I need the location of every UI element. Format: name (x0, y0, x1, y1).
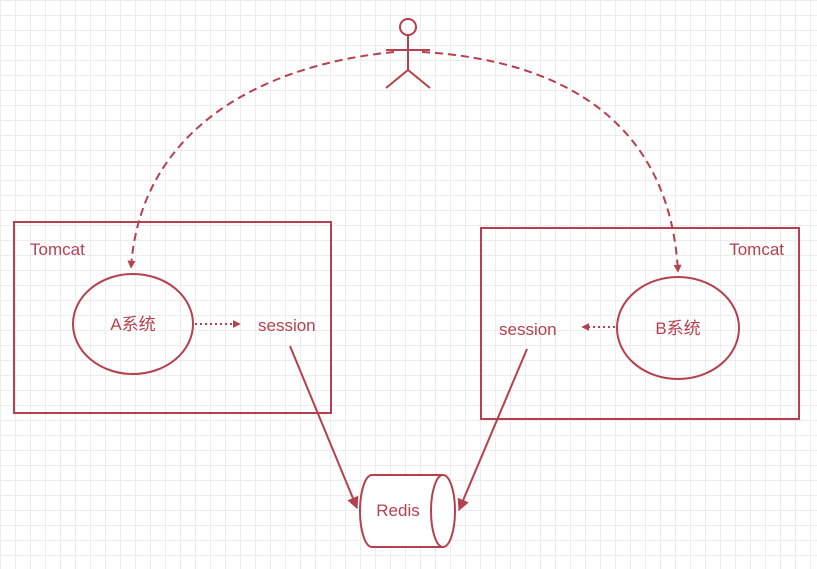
tomcat-left-label: Tomcat (30, 240, 85, 259)
session-left-label: session (258, 316, 316, 335)
tomcat-right-label: Tomcat (729, 240, 784, 259)
tomcat-right-container (480, 227, 800, 420)
session-right-label: session (499, 320, 557, 339)
user-to-system-b-arrow (421, 51, 682, 273)
redis-store-icon (359, 474, 456, 548)
user-actor-icon (385, 18, 431, 89)
tomcat-left-container (13, 221, 332, 414)
system-b-label: B系统 (655, 319, 700, 338)
session-right-to-redis-arrow (457, 348, 528, 512)
redis-label: Redis (376, 501, 419, 520)
user-to-system-a-arrow (127, 51, 395, 269)
system-a-node (72, 273, 194, 375)
system-b-node (616, 276, 740, 380)
session-left-to-redis-arrow (289, 345, 359, 510)
system-a-label: A系统 (110, 315, 155, 334)
